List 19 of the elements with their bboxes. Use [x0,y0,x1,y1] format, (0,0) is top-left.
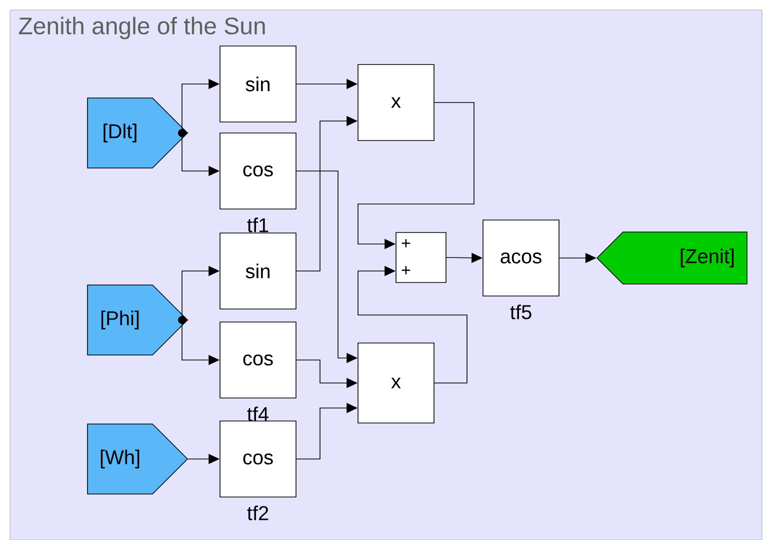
function-block: cos [220,420,296,498]
function-block: x [358,64,434,141]
goto-tag-block: [Wh] [87,424,188,494]
goto-tag-block: [Phi] [87,284,188,356]
function-block: acos [482,220,560,296]
goto-tag-block: [Dlt] [87,98,188,168]
from-tag-block: [Zenit] [596,232,748,284]
block-name: tf1 [247,218,268,232]
function-block: sin [220,46,296,122]
arrow [358,266,468,384]
function-block: cos [220,322,296,398]
function-block: x [358,342,434,424]
sum-block: + + [396,232,446,283]
block-name: tf4 [247,406,269,422]
block-name: tf5 [510,304,532,320]
function-block: cos [220,132,296,210]
block-name: tf2 [247,506,268,520]
function-block: sin [220,232,296,310]
diagram-title: Zenith angle of the Sun [18,16,265,40]
